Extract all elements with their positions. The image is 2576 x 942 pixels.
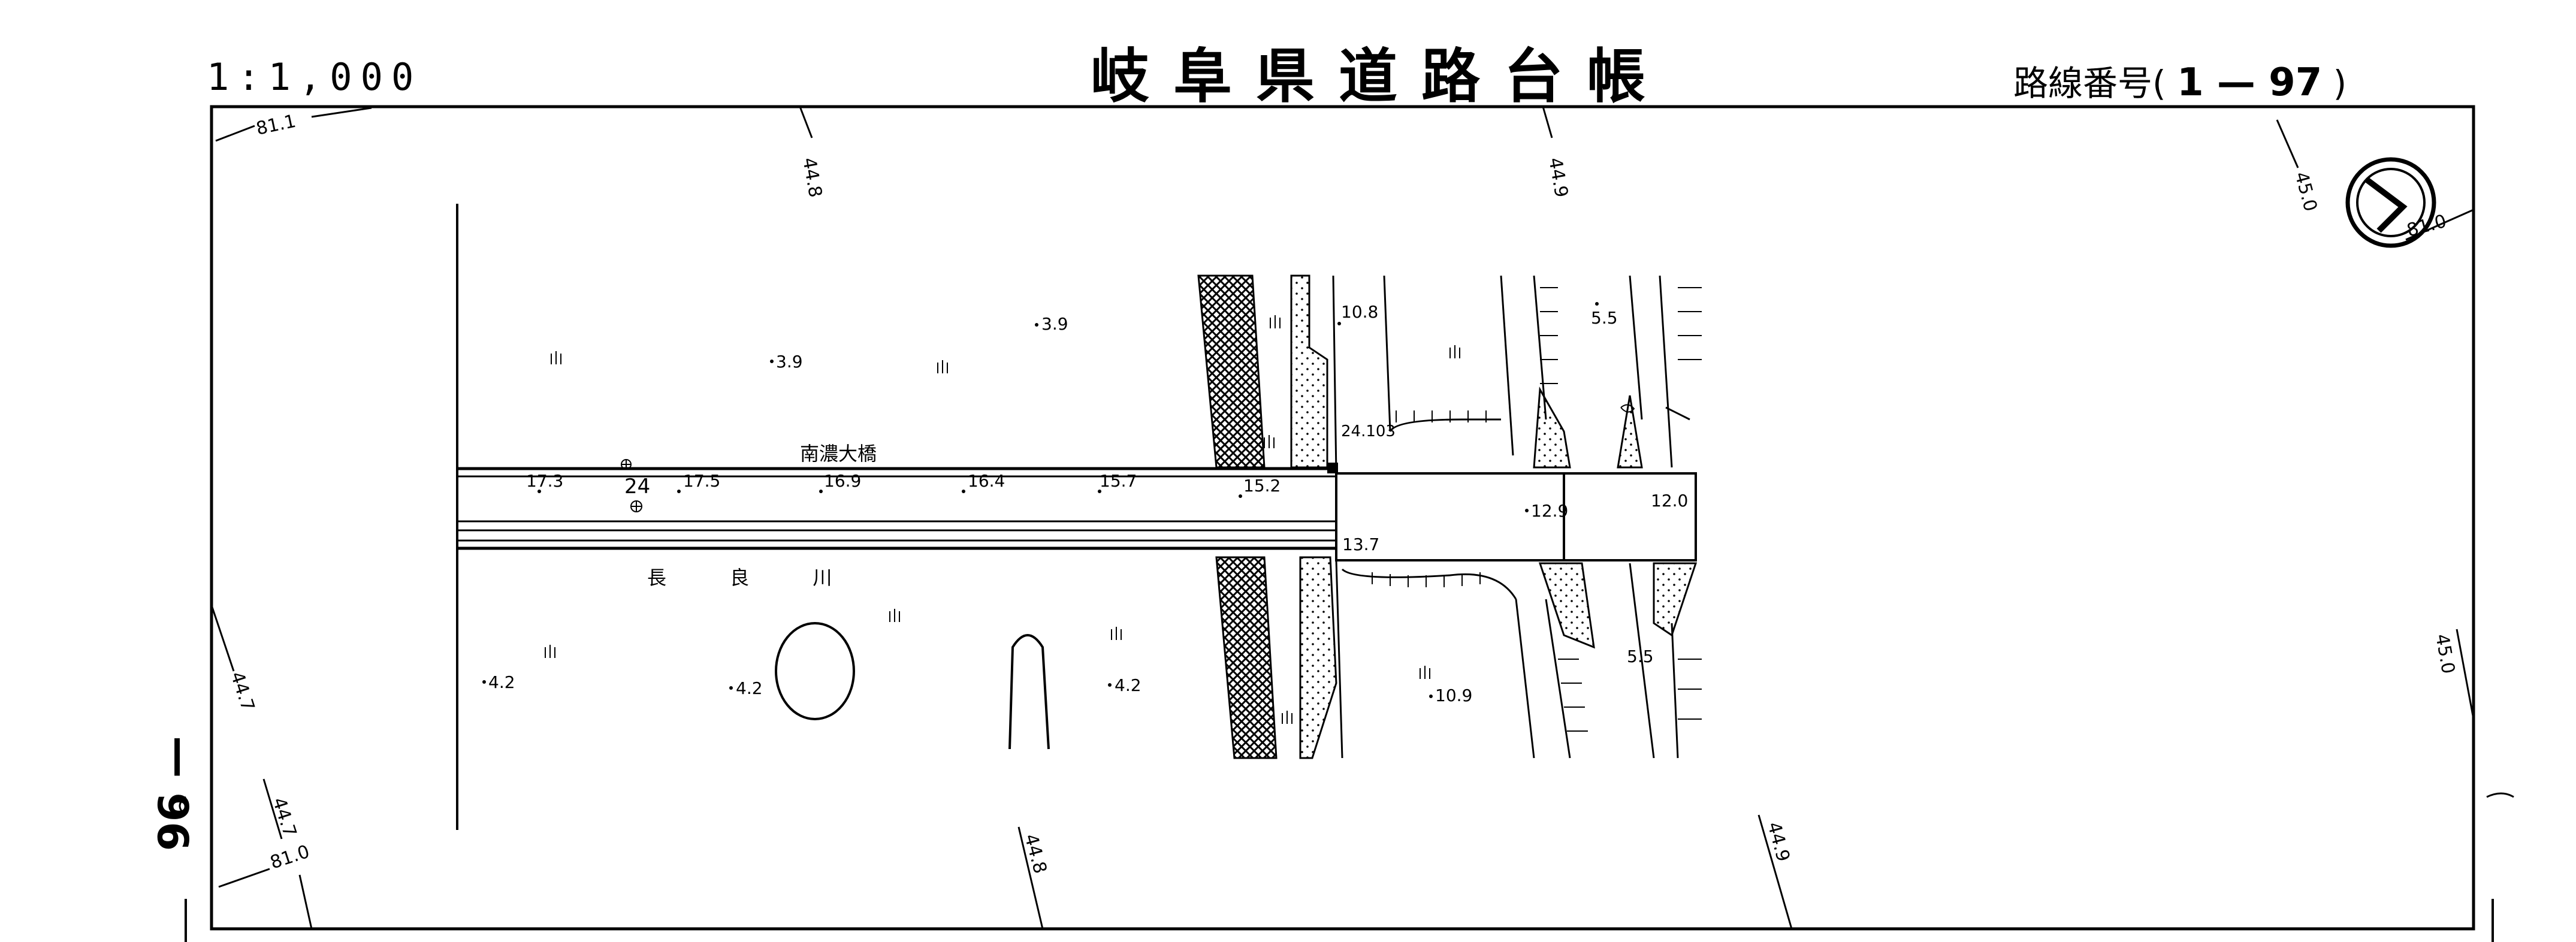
small-symbol (1620, 404, 1635, 413)
elevation: 16.9 (824, 471, 861, 491)
grid-labels: 81.1 44.8 44.9 45.0 81.0 44.7 45.0 44.7 … (226, 111, 2459, 876)
grid-label: 44.7 (268, 795, 300, 840)
grid-lines (210, 106, 2475, 929)
elevation: 12.0 (1651, 491, 1688, 511)
grid-label: 44.8 (1020, 832, 1050, 876)
grid-label: 45.0 (2431, 632, 2459, 675)
map-frame (210, 105, 2475, 931)
vegetation-marks (545, 315, 1460, 724)
elevation: 4.2 (488, 672, 515, 692)
elevation: 12.9 (1531, 501, 1568, 521)
elevation: 3.9 (1041, 314, 1068, 334)
grid-label: 44.7 (226, 669, 258, 714)
route-close: ) (2333, 63, 2347, 104)
elevation: 17.5 (683, 471, 720, 491)
river-island (775, 622, 855, 720)
grid-label: 45.0 (2290, 170, 2321, 214)
elevation: 5.5 (1627, 647, 1654, 666)
route-label: 路線番号( (2013, 63, 2166, 104)
elevation: 5.5 (1591, 308, 1618, 328)
grid-label: 44.9 (1763, 820, 1793, 864)
sandbar (1008, 634, 1050, 750)
spot-height-dots (482, 302, 1599, 698)
elevation: 10.8 (1341, 302, 1378, 322)
survey-marker-icon (621, 459, 642, 512)
elevation: 15.7 (1100, 471, 1137, 491)
map-title: 岐阜県道路台帳 (1091, 43, 1670, 111)
elevation: 16.4 (968, 471, 1005, 491)
slope-ticks (1372, 287, 1702, 732)
elevation: 4.2 (736, 678, 763, 698)
elevation: 10.9 (1435, 686, 1472, 705)
route-number-value: 1 — 97 (2177, 61, 2323, 105)
grid-label: 81.1 (254, 111, 298, 140)
dotted-slopes (1290, 274, 1698, 759)
embankment-north (1197, 274, 1266, 469)
grid-label: 81.0 (268, 841, 312, 874)
junction-marker (1327, 463, 1338, 473)
elevation: 3.9 (776, 352, 803, 372)
bridge-deck (457, 467, 1336, 550)
grid-label: 44.9 (1544, 156, 1572, 199)
side-roads (1332, 275, 1690, 759)
bridge-name: 南濃大橋 (800, 442, 877, 465)
elevation: 13.7 (1342, 535, 1379, 554)
grid-label: 44.8 (798, 156, 826, 199)
embankment-south (1215, 556, 1278, 759)
map-scale: 1:1,000 (207, 55, 422, 99)
elevation: 4.2 (1115, 675, 1141, 695)
station-marker: 24 (624, 475, 650, 499)
road-east (1335, 472, 1697, 561)
north-arrow-icon (2345, 157, 2436, 248)
elevation: 15.2 (1243, 476, 1281, 496)
spot-heights: 17.3 17.5 16.9 16.4 15.7 15.2 13.7 12.9 … (488, 302, 1688, 705)
route-number: 路線番号( 1 — 97 ) (2013, 55, 2347, 105)
elevation: 17.3 (526, 471, 563, 491)
junction-label: 24.103 (1341, 422, 1396, 440)
river-name: 長 良 川 (647, 566, 860, 589)
